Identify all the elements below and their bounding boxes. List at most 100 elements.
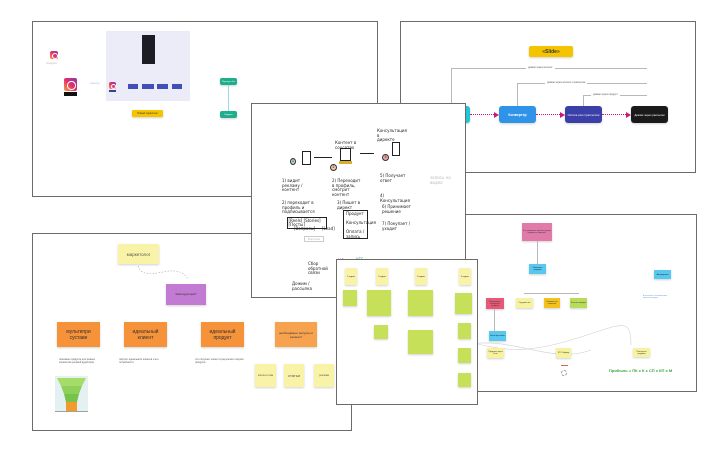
profit-formula: Прибыль = ПК х К х СП х КП х М: [609, 368, 673, 373]
card-profit-map[interactable]: Как увеличить прибыль через продажи и во…: [460, 214, 697, 392]
card-stickies-board[interactable]: 1 неделя 2 неделя 3 неделя 4 неделя: [336, 259, 478, 405]
task-note[interactable]: [458, 323, 471, 339]
instagram-large-icon: [64, 78, 77, 91]
dashed-connector: [137, 265, 189, 280]
yellow-note-3[interactable]: реклама: [314, 364, 334, 387]
bottom-note-1: Сбор обратной связи: [308, 261, 328, 276]
product-box-title: Продукт: [346, 211, 364, 216]
task-note[interactable]: [455, 293, 472, 314]
green-node-top[interactable]: Переход в бот: [220, 78, 237, 85]
bottom-note-2[interactable]: КП / Оффер: [556, 348, 571, 358]
heading-2: Контент в соцсетях: [335, 140, 357, 150]
red-note[interactable]: Конверсия и повторные продажи: [486, 298, 504, 309]
instagram-label-bar: [64, 92, 77, 96]
product-box-row-2: Оплата / запись: [346, 229, 365, 239]
funnel-level-4: [66, 402, 77, 411]
week-header-4[interactable]: 4 неделя: [459, 268, 471, 285]
node-follow-up[interactable]: Дожим через рассылки: [631, 106, 668, 123]
bottom-note-1[interactable]: Продажи через бота: [487, 348, 504, 358]
branch-line: [524, 293, 579, 294]
node-payment[interactable]: Оплата или стратсессия: [565, 106, 602, 123]
orange-note-4[interactable]: необходимые ресурсы и каналы?: [275, 322, 317, 347]
pink-note[interactable]: Как увеличить прибыль через продажи и во…: [522, 223, 552, 241]
yellow-note[interactable]: Новый подписчик: [132, 110, 163, 117]
yellow-note-2[interactable]: Количество клиентов: [544, 298, 560, 308]
flow-arrow-3: [602, 114, 628, 115]
step-number-1: 1: [290, 158, 296, 165]
orange-note-3[interactable]: идеальный продукт: [201, 322, 244, 347]
step-right-3: 6) Принимает решение: [382, 204, 411, 214]
loop-2-label: дожим через контент и рассылки: [545, 81, 588, 84]
heading-3: Консультация в директе: [377, 128, 407, 143]
curved-connectors: [461, 325, 632, 355]
yellow-note-2[interactable]: статьи: [284, 364, 304, 387]
step-right-4: 7) Покупает / уходит: [382, 221, 411, 231]
task-note[interactable]: [374, 325, 388, 339]
week-header-1[interactable]: 1 неделя: [345, 268, 357, 285]
node-converter[interactable]: Конвертер: [499, 106, 536, 123]
slide-title-badge[interactable]: «Slide»: [529, 46, 573, 57]
yellow-note-1[interactable]: Средний чек: [516, 298, 533, 308]
person-icon: [302, 151, 311, 165]
cyan-side-note[interactable]: Автоворонки: [654, 270, 671, 279]
task-note[interactable]: [458, 348, 471, 363]
purple-note[interactable]: Какая аудитория?: [166, 284, 206, 305]
step-number-3: 3: [382, 154, 389, 161]
cyan-mid-note[interactable]: Email рассылки: [489, 331, 506, 341]
small-circle-icon: [561, 370, 567, 376]
task-note[interactable]: [458, 373, 471, 387]
yellow-note-3[interactable]: Частота покупок: [570, 298, 587, 308]
phone-screen: [142, 35, 155, 64]
connector-red-cyan: [494, 309, 495, 331]
grey-question-box: Вопросы: [304, 236, 324, 242]
connector-pink-cyan: [537, 241, 538, 264]
flow-step-2[interactable]: [142, 84, 154, 89]
cyan-note[interactable]: Увеличить продажи: [529, 264, 546, 274]
arrow-right-2: [360, 153, 374, 154]
orange-note-1[interactable]: мультипри суставе: [57, 322, 100, 347]
green-node-bottom[interactable]: Продажа: [220, 111, 237, 118]
small-red-line: [561, 365, 568, 366]
instagram-mini-icon: [109, 82, 117, 90]
task-note[interactable]: [408, 330, 433, 354]
step-left-1: 1) видит рекламу / контент: [282, 178, 303, 193]
product-box: Продукт Консультация Оплата / запись: [343, 210, 376, 239]
instagram-small-label: Instagram: [46, 62, 58, 65]
phone-sketch-icon-2: [392, 142, 400, 156]
loop-1-label: дожим через контент: [526, 66, 555, 69]
funnel-diagram: [55, 376, 88, 412]
product-box-row-1: Консультация: [346, 220, 376, 225]
blue-text: Аналитика и оптимизация воронки продаж: [643, 295, 668, 300]
week-header-3[interactable]: 3 неделя: [415, 268, 427, 285]
flow-step-3[interactable]: [157, 84, 168, 89]
task-note[interactable]: [367, 290, 391, 316]
yellow-note-1[interactable]: контент-план: [255, 364, 276, 387]
orange-note-2[interactable]: идеальный клиент: [124, 322, 167, 347]
funnel-graphic: [55, 378, 88, 412]
loop-2-v: [517, 83, 518, 106]
instagram-small-icon: [50, 51, 58, 59]
step-mid-1: 2) Переходит в профиль, смотрит контент: [332, 178, 361, 197]
flow-arrowhead-1: [494, 112, 499, 118]
bottom-note-2: Дожим / рассылка: [292, 281, 312, 291]
bottom-note-3[interactable]: Повторная продажа: [633, 348, 650, 357]
flow-step-4[interactable]: [172, 84, 182, 89]
step-mid-2: 3) Пишет в директ: [337, 200, 361, 210]
flow-arrow-2: [536, 114, 562, 115]
arrow-label: переход: [90, 82, 100, 85]
laptop-sketch: [339, 161, 352, 164]
flow-step-1[interactable]: [128, 84, 138, 89]
step-left-2: 2) переходит в профиль и подписывается: [282, 200, 315, 215]
task-note[interactable]: [343, 290, 357, 306]
marketer-note[interactable]: маркетолог: [118, 244, 159, 264]
phone-frame-panel: [106, 31, 190, 101]
task-note[interactable]: [408, 290, 433, 316]
loop-1-v: [451, 68, 452, 106]
description-2: портрет идеального клиента и его потребн…: [119, 358, 159, 364]
loop-3-v: [583, 95, 584, 106]
flow-arrow-1: [470, 114, 496, 115]
funnel-level-3: [64, 394, 79, 402]
week-header-2[interactable]: 2 неделя: [376, 268, 388, 285]
arrow-right-1: [314, 157, 332, 158]
